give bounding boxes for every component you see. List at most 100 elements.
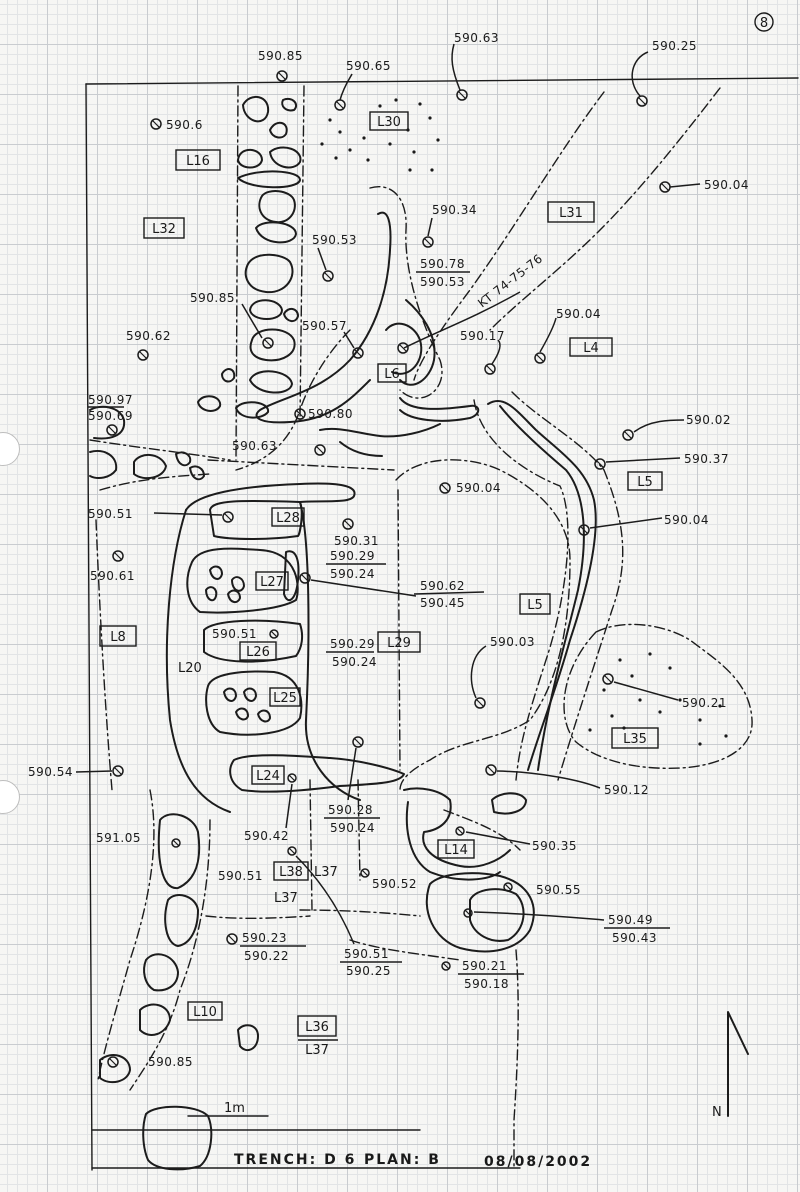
level-label: 590.69 — [88, 409, 133, 423]
limit-lines-ne — [235, 87, 721, 471]
level-label: 590.54 — [28, 765, 73, 779]
level-label: 590.85 — [258, 49, 303, 63]
level-label: 590.63 — [232, 439, 277, 453]
level-label: 590.35 — [532, 839, 577, 853]
level-label: 590.25 — [346, 964, 391, 978]
level-label: 590.51 — [218, 869, 263, 883]
level-point — [294, 408, 306, 420]
level-point — [314, 444, 326, 456]
sheet-footer: TRENCH: D 6 PLAN: B 08/08/2002 — [234, 1152, 592, 1170]
level-point — [352, 736, 364, 748]
locus-label: L24 — [256, 769, 280, 784]
level-label: 590.34 — [432, 203, 477, 217]
level-point — [439, 482, 451, 494]
locus-label: L27 — [260, 575, 284, 590]
level-point — [226, 933, 238, 945]
wall-l5-channel — [473, 391, 624, 781]
level-label: 590.51 — [212, 627, 257, 641]
level-label: 590.18 — [464, 977, 509, 991]
level-label: 590.04 — [456, 481, 501, 495]
locus-label: L36 — [305, 1020, 329, 1035]
level-point — [262, 337, 274, 349]
locus-label: L14 — [444, 843, 468, 858]
level-label: 590.04 — [664, 513, 709, 527]
level-label: 590.97 — [88, 393, 133, 407]
level-label: 590.37 — [684, 452, 729, 466]
level-point — [287, 773, 297, 783]
level-label: 590.25 — [652, 39, 697, 53]
level-point — [578, 524, 590, 536]
level-point — [636, 95, 648, 107]
level-label: 590.43 — [612, 931, 657, 945]
level-label: 590.24 — [330, 567, 375, 581]
scale-label: 1m — [224, 1101, 245, 1116]
pit-south-oval — [205, 872, 535, 1169]
level-label: 590.29 — [330, 549, 375, 563]
level-label: 590.31 — [334, 534, 379, 548]
feature-l14 — [403, 787, 527, 881]
level-label: 590.21 — [462, 959, 507, 973]
level-point — [422, 236, 434, 248]
level-label: 590.45 — [420, 596, 465, 610]
wall-stones-l16 — [197, 85, 305, 461]
locus-label: L38 — [279, 865, 303, 880]
level-label: 590.55 — [536, 883, 581, 897]
level-point — [360, 868, 370, 878]
level-label: 590.61 — [90, 569, 135, 583]
north-label: N — [712, 1105, 722, 1120]
level-label: 590.51 — [88, 507, 133, 521]
locus-label: L5 — [637, 475, 653, 490]
level-point — [441, 961, 451, 971]
level-label: 590.17 — [460, 329, 505, 343]
central-boundary — [207, 459, 571, 911]
level-point — [171, 838, 181, 848]
locus-label: L32 — [152, 222, 176, 237]
level-label: 590.85 — [190, 291, 235, 305]
level-label: 590.02 — [686, 413, 731, 427]
level-point — [106, 424, 118, 436]
level-point — [659, 181, 671, 193]
level-point — [287, 846, 297, 856]
locus-label: L31 — [559, 206, 583, 221]
level-label: 590.24 — [332, 655, 377, 669]
locus-label: L28 — [276, 511, 300, 526]
level-point — [503, 882, 513, 892]
trench-label: TRENCH: D 6 — [234, 1152, 356, 1168]
level-label: 590.53 — [420, 275, 465, 289]
feature-l35 — [563, 623, 753, 769]
level-label: 590.57 — [302, 319, 347, 333]
level-point — [276, 70, 288, 82]
locus-label: L6 — [384, 367, 400, 382]
feature-l20 — [165, 482, 405, 813]
level-point — [107, 1056, 119, 1068]
level-label: 590.62 — [126, 329, 171, 343]
level-label: 590.78 — [420, 257, 465, 271]
level-point — [397, 342, 409, 354]
level-point — [112, 765, 124, 777]
locus-label-plain: L37 — [305, 1043, 329, 1058]
scale-bar: 1m — [187, 1101, 269, 1117]
level-label: 590.22 — [244, 949, 289, 963]
level-label: 590.23 — [242, 931, 287, 945]
locus-label-plain: L37 — [314, 865, 338, 880]
north-arrow: N — [712, 1011, 749, 1120]
level-label: 590.53 — [312, 233, 357, 247]
locus-label: L35 — [623, 732, 647, 747]
page-number: 8 — [754, 12, 774, 32]
level-label: 590.03 — [490, 635, 535, 649]
level-label: 590.12 — [604, 783, 649, 797]
level-point — [484, 363, 496, 375]
locus-label: L30 — [377, 115, 401, 130]
locus-label: L5 — [527, 598, 543, 613]
level-label: 591.05 — [96, 831, 141, 845]
level-point — [299, 572, 311, 584]
date-label: 08/08/2002 — [484, 1154, 592, 1170]
locus-label: L25 — [273, 691, 297, 706]
west-stones — [89, 405, 231, 791]
level-point — [463, 908, 473, 918]
level-label: 590.65 — [346, 59, 391, 73]
level-point — [342, 518, 354, 530]
level-label: 590.04 — [704, 178, 749, 192]
locus-label-plain: L20 — [178, 661, 202, 676]
level-point — [594, 458, 606, 470]
